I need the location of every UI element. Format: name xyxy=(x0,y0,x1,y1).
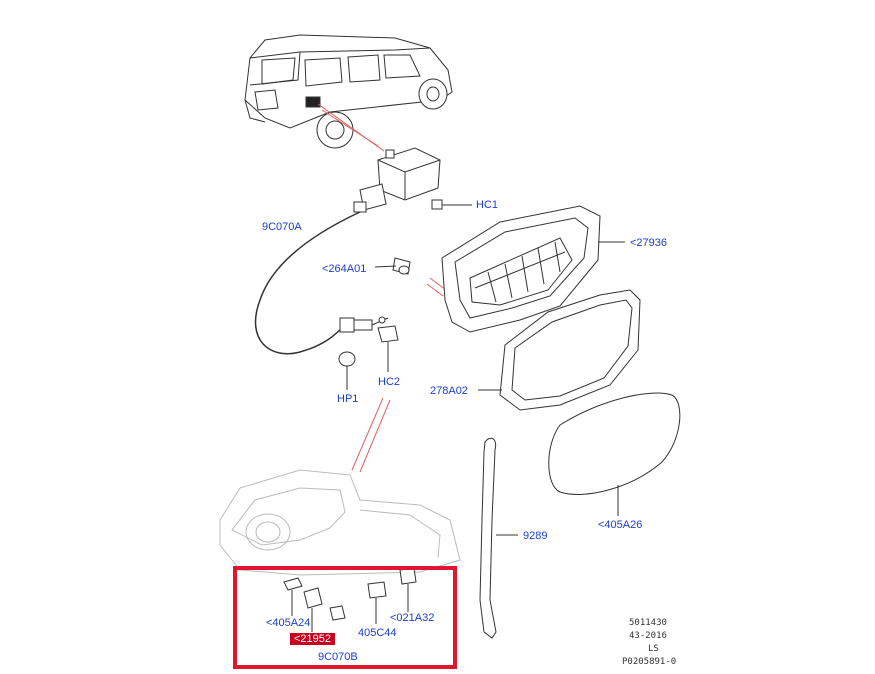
callout-264a01[interactable]: <264A01 xyxy=(322,263,367,275)
callout-9c070b[interactable]: 9C070B xyxy=(318,651,358,663)
bolt-264a01 xyxy=(374,257,411,275)
reference-line-1: 5011430 xyxy=(629,618,667,628)
hc1-clip xyxy=(431,199,472,210)
small-parts-group xyxy=(283,567,417,632)
callout-hp1[interactable]: HP1 xyxy=(337,393,359,405)
callout-405a24[interactable]: <405A24 xyxy=(266,617,311,629)
callout-278a02[interactable]: 278A02 xyxy=(430,385,468,397)
body-panel-ghost xyxy=(219,469,461,576)
cable-end-fitting xyxy=(339,316,389,333)
callout-hc1[interactable]: HC1 xyxy=(476,199,499,211)
callout-21952-highlighted[interactable]: <21952 xyxy=(290,633,336,645)
callout-405a26[interactable]: <405A26 xyxy=(598,519,643,531)
drain-tube xyxy=(479,437,518,639)
fuel-flap-actuator xyxy=(353,147,441,213)
reference-line-4: P0205891-0 xyxy=(622,657,677,667)
reference-line-3: LS xyxy=(648,644,659,654)
callout-hc2[interactable]: HC2 xyxy=(378,376,401,388)
callout-021a32[interactable]: <021A32 xyxy=(390,612,435,624)
vehicle-illustration xyxy=(244,34,453,149)
callout-27936[interactable]: <27936 xyxy=(630,237,668,249)
fuel-filler-housing xyxy=(441,205,625,333)
filler-seal xyxy=(478,289,641,411)
selection-highlight-box xyxy=(233,566,457,669)
hc2-clip xyxy=(377,325,399,372)
leader-lines xyxy=(317,103,447,473)
callout-405c44[interactable]: 405C44 xyxy=(358,627,397,639)
release-cable xyxy=(254,211,361,355)
reference-line-2: 43-2016 xyxy=(629,631,667,641)
fuel-flap-door xyxy=(548,392,681,516)
callout-9c070a[interactable]: 9C070A xyxy=(262,221,302,233)
callout-9289[interactable]: 9289 xyxy=(523,530,548,542)
hp1-plug xyxy=(338,351,356,390)
